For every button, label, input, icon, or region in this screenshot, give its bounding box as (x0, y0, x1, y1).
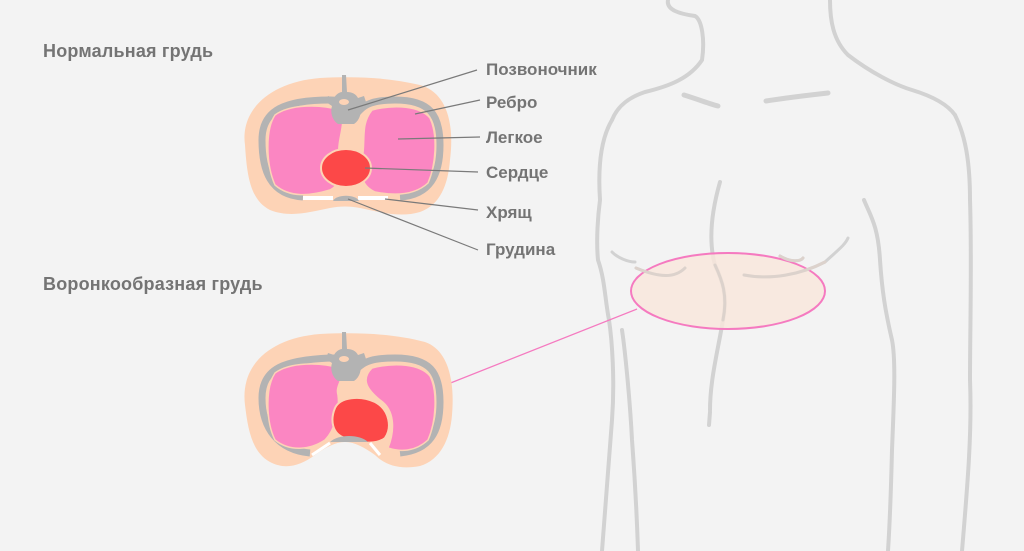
label-cartilage: Хрящ (486, 203, 532, 222)
heading-funnel-chest: Воронкообразная грудь (43, 274, 263, 294)
cartilage-left (303, 196, 333, 200)
label-lung: Легкое (486, 128, 543, 147)
label-sternum: Грудина (486, 240, 556, 259)
highlight-region (630, 252, 826, 330)
heart-displaced (331, 396, 390, 444)
lung-right (360, 105, 436, 195)
leader-lines (347, 69, 481, 251)
sternum (333, 195, 359, 201)
label-rib: Ребро (486, 93, 538, 112)
normal-chest-section (244, 75, 452, 215)
connector-line (447, 308, 638, 385)
label-spine: Позвоночник (486, 60, 597, 79)
funnel-chest-section (244, 332, 453, 468)
heading-normal-chest: Нормальная грудь (43, 41, 214, 61)
label-heart: Сердце (486, 163, 549, 182)
heart (320, 148, 372, 188)
cartilage-right (358, 196, 388, 200)
